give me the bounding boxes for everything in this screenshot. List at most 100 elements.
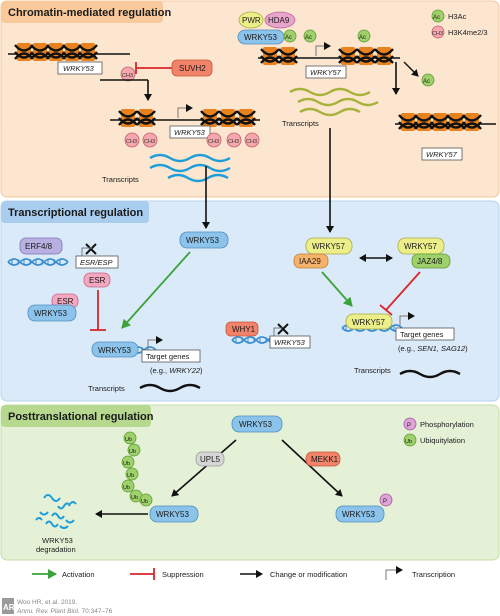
legend-ch3-label: H3K4me2/3 (448, 28, 488, 37)
wrky53-gene-mid: WRKY53 (269, 323, 311, 349)
svg-text:Ac: Ac (359, 35, 366, 41)
legend-suppression-label: Suppression (162, 570, 204, 579)
transcripts-label-chromatin-left: Transcripts (102, 175, 139, 184)
esr-esp-gene: ESR/ESP (75, 243, 119, 269)
transcripts-label-trans-right: Transcripts (354, 366, 391, 375)
svg-text:WRKY53: WRKY53 (342, 510, 375, 519)
transcripts-label-trans-left: Transcripts (88, 384, 125, 393)
svg-text:Ac: Ac (423, 79, 430, 85)
svg-text:WRKY57: WRKY57 (404, 242, 437, 251)
transcripts-label-chromatin-right: Transcripts (282, 119, 319, 128)
legend-ac: Ac H3Ac (431, 9, 467, 23)
svg-text:AR: AR (3, 603, 15, 612)
svg-text:Ub: Ub (127, 473, 134, 479)
legend-ubiquitylation: Ub Ubiquitylation (403, 433, 465, 447)
transcripts-wrky53-waves (149, 153, 231, 183)
degraded-fragments (35, 494, 77, 529)
wrky53-p-protein: WRKY53 P (335, 493, 393, 523)
transcripts-wave-right (399, 369, 461, 379)
svg-text:Ub: Ub (131, 495, 138, 501)
legend-change-label: Change or modification (270, 570, 347, 579)
svg-text:Ub: Ub (123, 485, 130, 491)
wrky53-top-protein: WRKY53 (231, 415, 283, 433)
svg-text:P: P (383, 499, 387, 505)
wrky57-activation-arrow (321, 271, 353, 307)
ub-chain: Ub Ub Ub Ub Ub Ub Ub (121, 431, 153, 507)
phosphorylation-arrow (281, 439, 343, 497)
svg-text:CH3: CH3 (432, 31, 443, 37)
svg-text:WRKY57: WRKY57 (310, 68, 342, 77)
wrky53-chromatin-protein: WRKY53 (237, 29, 285, 45)
legend-ubiquitylation-label: Ubiquitylation (420, 436, 465, 445)
legend-activation: Activation (32, 569, 95, 579)
legend-change: Change or modification (240, 570, 347, 579)
svg-text:IAA29: IAA29 (299, 257, 321, 266)
svg-text:HDA9: HDA9 (268, 16, 290, 25)
esr-protein-center: ESR (83, 272, 111, 288)
svg-text:CH3: CH3 (126, 139, 137, 145)
svg-text:WRKY53: WRKY53 (244, 33, 277, 42)
legend-phosphorylation-label: Phosphorylation (420, 420, 474, 429)
upl5-protein: UPL5 (195, 451, 225, 467)
gene-wrky53-label: WRKY53 (63, 64, 95, 73)
svg-text:CH3: CH3 (246, 139, 257, 145)
degradation-label-line1: WRKY53 (42, 536, 73, 545)
svg-text:WRKY53: WRKY53 (174, 128, 206, 137)
wrky53-ub-protein: WRKY53 (149, 505, 199, 523)
mekk1-protein: MEKK1 (305, 451, 341, 467)
legend-transcription-label: Transcription (412, 570, 455, 579)
svg-text:UPL5: UPL5 (200, 455, 221, 464)
svg-text:WRKY53: WRKY53 (186, 236, 219, 245)
svg-text:Target genes: Target genes (400, 330, 444, 339)
jaz-suppression (385, 271, 421, 311)
posttranslational-section-title: Posttranslational regulation (8, 411, 154, 423)
chromatin-wrky53-top: WRKY53 (8, 41, 130, 75)
legend-suppression: Suppression (130, 568, 204, 580)
svg-text:WRKY53: WRKY53 (34, 309, 67, 318)
annual-reviews-logo: AR (2, 598, 15, 614)
svg-text:PWR: PWR (242, 16, 261, 25)
svg-text:WRKY53: WRKY53 (156, 510, 189, 519)
svg-text:P: P (407, 423, 411, 429)
svg-text:Ub: Ub (129, 449, 136, 455)
transcriptional-section-title: Transcriptional regulation (8, 207, 143, 219)
svg-text:Ac: Ac (433, 15, 440, 21)
pwr-protein: PWR (238, 11, 264, 29)
svg-text:CH3: CH3 (228, 139, 239, 145)
citation-line2: Annu. Rev. Plant Biol. 70:347–76 (16, 608, 113, 615)
svg-text:WRKY57: WRKY57 (352, 318, 385, 327)
citation-line1: Woo HR, et al. 2019. (17, 599, 77, 606)
target-genes-left: Target genes (e.g., WRKY22) (141, 349, 203, 375)
svg-text:Ub: Ub (405, 439, 412, 445)
ch3-marks-lower: CH3 CH3 CH3 CH3 CH3 (124, 132, 260, 148)
svg-text:JAZ4/8: JAZ4/8 (417, 257, 443, 266)
target-genes-right: Target genes (e.g., SEN1, SAG12) (395, 327, 468, 353)
wrky57-target-protein: WRKY57 (345, 313, 393, 330)
wrky53-target-protein: WRKY53 (91, 341, 139, 358)
svg-text:Ac: Ac (305, 35, 312, 41)
svg-text:WRKY53: WRKY53 (239, 420, 272, 429)
ac-marks-top: Ac Ac Ac (283, 29, 371, 43)
svg-text:WRKY57: WRKY57 (312, 242, 345, 251)
degradation-label-line2: degradation (36, 545, 76, 554)
svg-text:MEKK1: MEKK1 (311, 455, 339, 464)
svg-text:WRKY53: WRKY53 (98, 346, 131, 355)
svg-text:Ub: Ub (123, 461, 130, 467)
svg-text:CH3: CH3 (144, 139, 155, 145)
svg-text:CH3: CH3 (122, 73, 133, 79)
svg-text:WHY1: WHY1 (232, 325, 256, 334)
legend-ch3: CH3 H3K4me2/3 (431, 25, 488, 39)
svg-text:Ac: Ac (285, 35, 292, 41)
legend-activation-label: Activation (62, 570, 95, 579)
svg-text:WRKY57: WRKY57 (426, 150, 458, 159)
erf-protein: ERF4/8 (19, 237, 63, 255)
wrky57-iaa29-complex: WRKY57 IAA29 (293, 237, 353, 269)
svg-text:(e.g., WRKY22): (e.g., WRKY22) (150, 366, 203, 375)
legend-transcription: Transcription (385, 566, 455, 580)
why1-protein: WHY1 (225, 321, 259, 337)
svg-text:ESR: ESR (89, 276, 106, 285)
transcripts-wrky57-waves (289, 87, 379, 117)
chromatin-wrky53-open: WRKY53 (110, 104, 260, 139)
svg-text:SUVH2: SUVH2 (179, 64, 206, 73)
